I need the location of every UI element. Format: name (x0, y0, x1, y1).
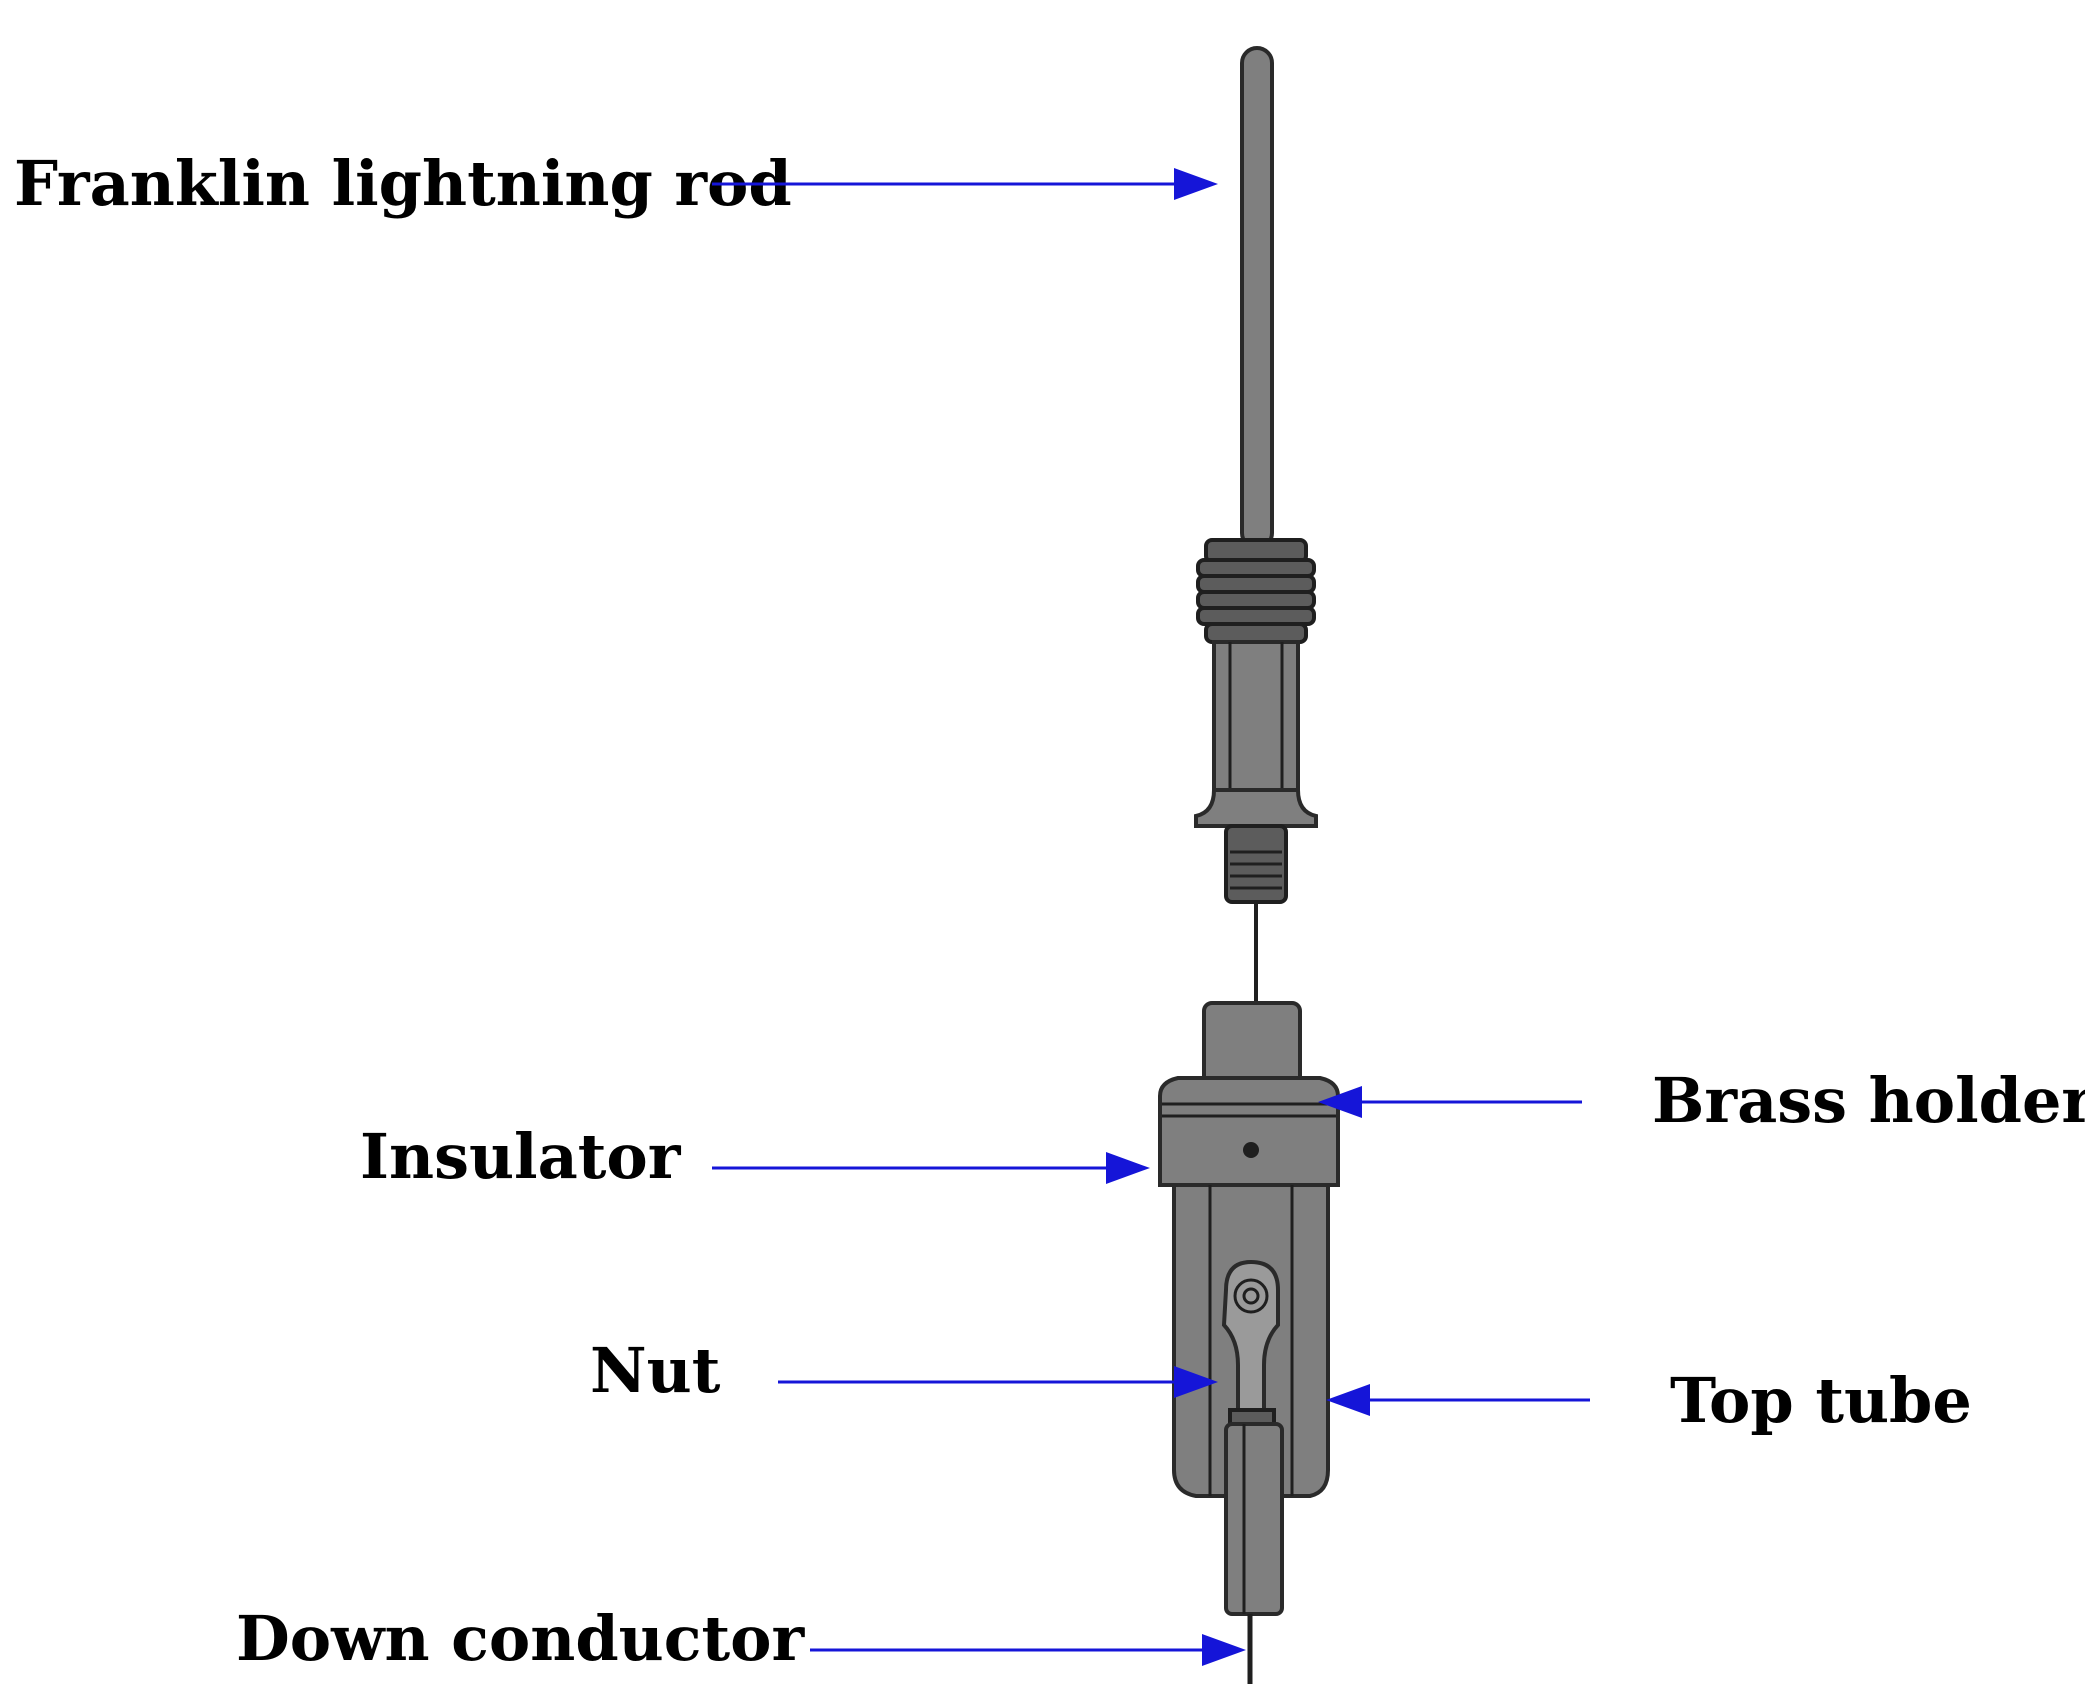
label-top-tube: Top tube (1670, 1364, 1972, 1437)
label-group-down-conductor: Down conductor (236, 1602, 1246, 1675)
lightning-rod-assembly (1158, 46, 1340, 1684)
rod-flange (1194, 788, 1318, 828)
label-group-nut: Nut (590, 1334, 1218, 1407)
label-down-conductor: Down conductor (236, 1602, 806, 1675)
label-group-top-tube: Top tube (1326, 1364, 1972, 1437)
label-franklin-rod: Franklin lightning rod (14, 147, 792, 220)
insulator-body (1158, 1076, 1340, 1187)
label-group-insulator: Insulator (360, 1120, 1150, 1193)
label-brass-holder: Brass holder (1652, 1064, 2085, 1137)
label-nut: Nut (590, 1334, 721, 1407)
label-group-brass-holder: Brass holder (1318, 1064, 2085, 1137)
rod-body (1212, 640, 1300, 814)
label-insulator: Insulator (360, 1120, 682, 1193)
franklin-rod-shaft (1240, 46, 1274, 550)
label-group-franklin-rod: Franklin lightning rod (14, 147, 1218, 220)
bottom-stem (1224, 1422, 1284, 1616)
threaded-stud (1224, 824, 1288, 904)
threaded-collar (1196, 538, 1316, 644)
